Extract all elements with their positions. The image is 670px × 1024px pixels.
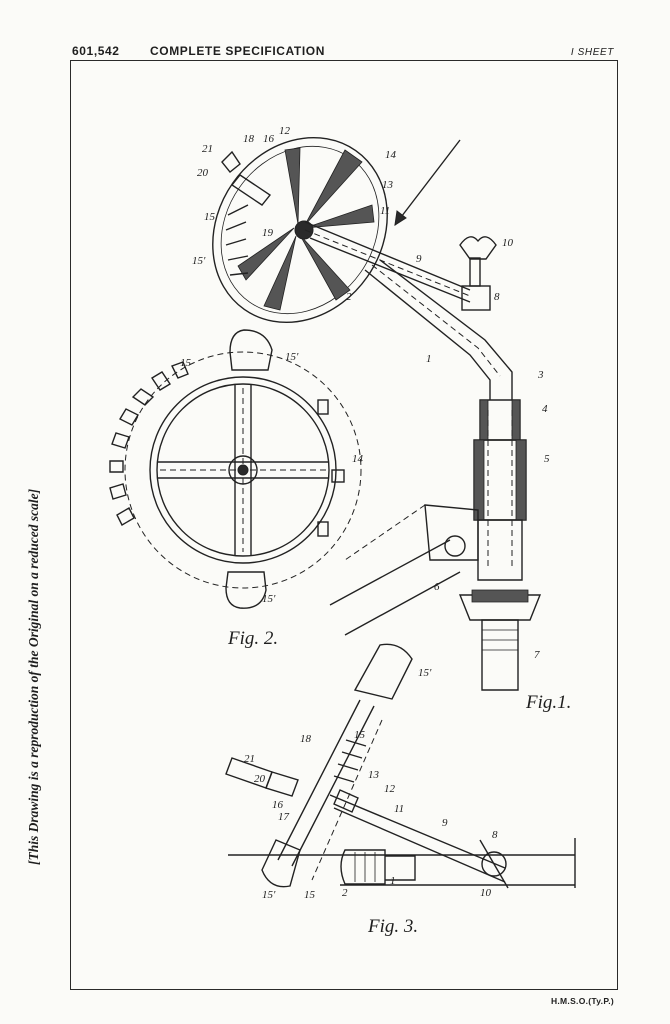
svg-text:18: 18 <box>243 133 255 145</box>
svg-text:12: 12 <box>279 125 291 137</box>
svg-text:7: 7 <box>534 649 540 661</box>
svg-text:10: 10 <box>480 887 492 899</box>
svg-text:21: 21 <box>202 143 213 155</box>
figure-2 <box>109 329 362 609</box>
svg-text:15: 15 <box>204 211 216 223</box>
figure-1 <box>212 136 542 691</box>
svg-text:4: 4 <box>542 403 548 415</box>
svg-text:3: 3 <box>537 369 544 381</box>
svg-text:14: 14 <box>352 453 364 465</box>
svg-text:11: 11 <box>380 205 390 217</box>
svg-text:20: 20 <box>254 773 266 785</box>
svg-text:1: 1 <box>426 353 432 365</box>
svg-text:20: 20 <box>197 167 209 179</box>
fig3-caption: Fig. 3. <box>367 916 418 937</box>
svg-text:15: 15 <box>180 357 192 369</box>
svg-text:15': 15' <box>192 255 206 267</box>
drawing-frame <box>70 60 618 990</box>
svg-text:2: 2 <box>342 887 348 899</box>
figure-labels: 21 18 16 12 14 13 11 20 15 19 15' 2 9 10… <box>180 125 550 901</box>
printer-mark: H.M.S.O.(Ty.P.) <box>550 996 614 1006</box>
document-title: COMPLETE SPECIFICATION <box>150 44 325 58</box>
svg-text:9: 9 <box>416 253 422 265</box>
svg-text:2: 2 <box>346 291 352 303</box>
svg-text:15': 15' <box>418 667 432 679</box>
figure-3 <box>225 643 576 889</box>
svg-text:21: 21 <box>244 753 255 765</box>
svg-text:15: 15 <box>354 729 366 741</box>
svg-text:9: 9 <box>442 817 448 829</box>
svg-text:11: 11 <box>394 803 404 815</box>
svg-text:17: 17 <box>278 811 290 823</box>
svg-text:15': 15' <box>285 351 299 363</box>
svg-text:1: 1 <box>390 875 396 887</box>
patent-number: 601,542 <box>72 44 120 58</box>
svg-text:5: 5 <box>544 453 550 465</box>
svg-text:12: 12 <box>384 783 396 795</box>
sheet-count: I SHEET <box>570 47 614 58</box>
svg-text:8: 8 <box>494 291 500 303</box>
svg-text:10: 10 <box>502 237 514 249</box>
svg-text:18: 18 <box>300 733 312 745</box>
svg-text:16: 16 <box>272 799 284 811</box>
fig1-caption: Fig.1. <box>525 692 571 713</box>
svg-text:19: 19 <box>262 227 274 239</box>
svg-text:14: 14 <box>385 149 397 161</box>
svg-text:15': 15' <box>262 593 276 605</box>
fig2-caption: Fig. 2. <box>227 628 278 649</box>
svg-text:8: 8 <box>492 829 498 841</box>
svg-text:13: 13 <box>382 179 394 191</box>
svg-text:16: 16 <box>263 133 275 145</box>
svg-text:15: 15 <box>304 889 316 901</box>
svg-text:15': 15' <box>262 889 276 901</box>
svg-text:6: 6 <box>434 581 440 593</box>
svg-text:13: 13 <box>368 769 380 781</box>
